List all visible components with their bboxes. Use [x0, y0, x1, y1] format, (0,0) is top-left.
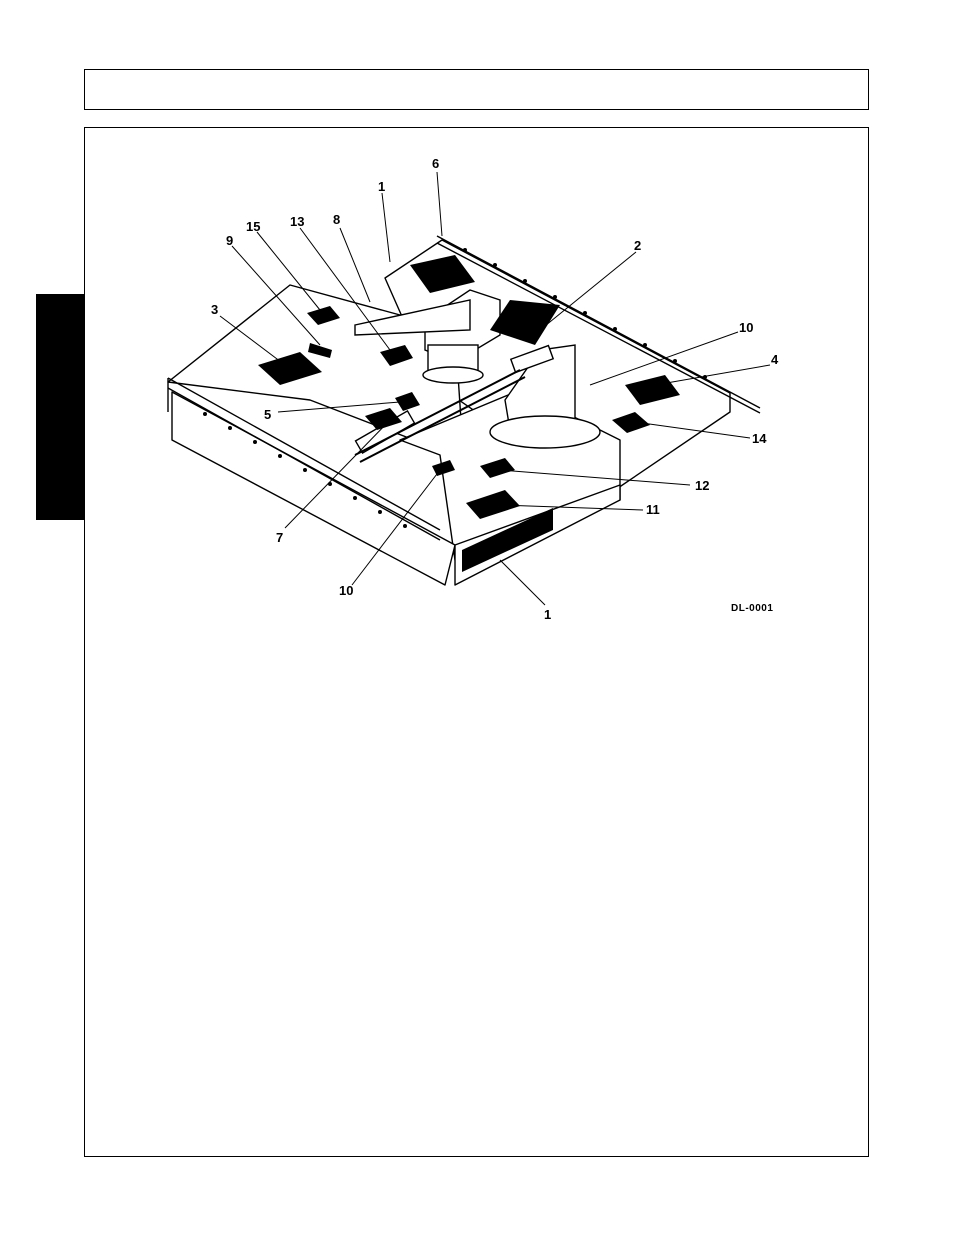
callout-15: 15 [246, 219, 260, 234]
figure-id-label: DL-0001 [731, 603, 773, 614]
callout-5: 5 [264, 407, 271, 422]
callout-10-right: 10 [739, 320, 753, 335]
callout-8: 8 [333, 212, 340, 227]
callout-2: 2 [634, 238, 641, 253]
callout-3: 3 [211, 302, 218, 317]
callout-14: 14 [752, 431, 767, 446]
callout-9: 9 [226, 233, 233, 248]
callout-11: 11 [646, 502, 660, 517]
callout-6: 6 [432, 156, 439, 171]
callout-7: 7 [276, 530, 283, 545]
callout-10-bottom: 10 [339, 583, 353, 598]
callout-13: 13 [290, 214, 304, 229]
callout-1-top: 1 [378, 179, 385, 194]
callout-4: 4 [771, 352, 779, 367]
callout-12: 12 [695, 478, 709, 493]
callout-1-bottom: 1 [544, 607, 551, 622]
